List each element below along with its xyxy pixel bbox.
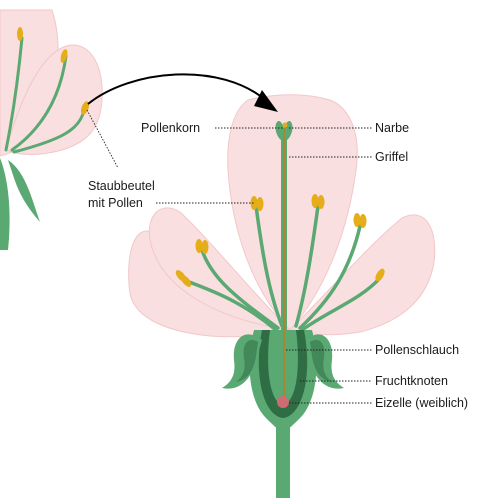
label-pollenkorn: Pollenkorn bbox=[141, 121, 200, 135]
leader-staubbeutel bbox=[87, 110, 118, 168]
pollenkorn-grain bbox=[283, 123, 288, 128]
label-eizelle: Eizelle (weiblich) bbox=[375, 396, 468, 410]
label-staubbeutel-line1: Staubbeutel bbox=[88, 179, 155, 193]
left-flower bbox=[0, 10, 102, 250]
label-narbe: Narbe bbox=[375, 121, 409, 135]
anther-2b bbox=[202, 240, 209, 254]
anther-4b bbox=[318, 195, 325, 209]
label-fruchtknoten: Fruchtknoten bbox=[375, 374, 448, 388]
anther-4 bbox=[312, 194, 319, 208]
anther-3 bbox=[251, 196, 258, 210]
label-griffel: Griffel bbox=[375, 150, 408, 164]
anther-5b bbox=[360, 214, 367, 228]
anther-5 bbox=[354, 213, 361, 227]
anther-3b bbox=[257, 197, 264, 211]
label-staubbeutel-line2: mit Pollen bbox=[88, 196, 143, 210]
label-pollenschlauch: Pollenschlauch bbox=[375, 343, 459, 357]
ovule-eizelle bbox=[277, 396, 289, 408]
left-anther-1 bbox=[17, 27, 23, 41]
arrow-curve bbox=[88, 74, 268, 104]
left-stem bbox=[0, 158, 10, 250]
anther-2 bbox=[196, 239, 203, 253]
left-sepal bbox=[8, 160, 40, 222]
